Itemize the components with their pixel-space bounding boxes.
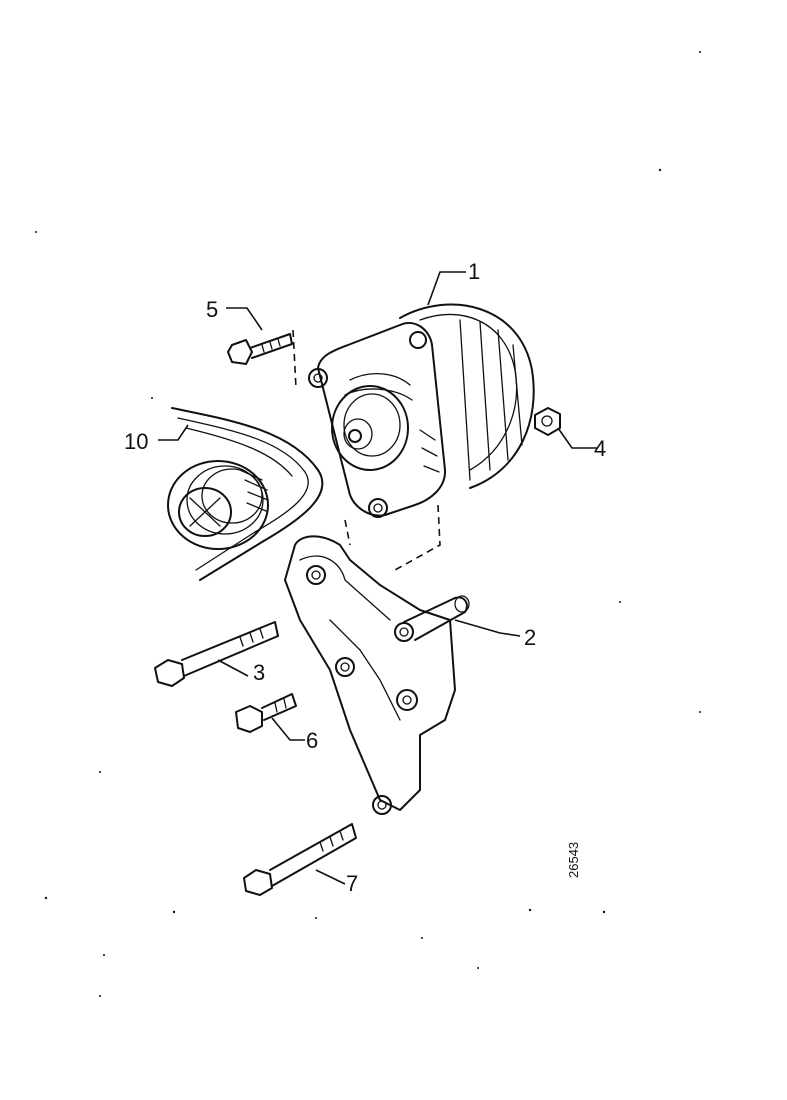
mounting-bracket: [284, 504, 470, 815]
drive-belt: [171, 407, 324, 581]
bracket-bolt: [235, 693, 297, 733]
callout-2: 2: [524, 625, 536, 650]
alternator-bolt: [227, 329, 297, 389]
leader-lines: [158, 271, 598, 885]
callout-5: 5: [206, 297, 218, 322]
scan-specks: [35, 51, 701, 997]
nut: [534, 407, 561, 436]
callout-3: 3: [253, 660, 265, 685]
reference-number: 26543: [566, 842, 581, 878]
long-bolt: [154, 621, 279, 687]
alternator: [308, 303, 535, 518]
callout-7: 7: [346, 871, 358, 896]
crankshaft-pulley: [167, 460, 269, 550]
callout-1: 1: [468, 259, 480, 284]
callout-10: 10: [124, 429, 148, 454]
callout-4: 4: [594, 436, 606, 461]
callout-6: 6: [306, 728, 318, 753]
lower-bolt: [243, 823, 357, 896]
